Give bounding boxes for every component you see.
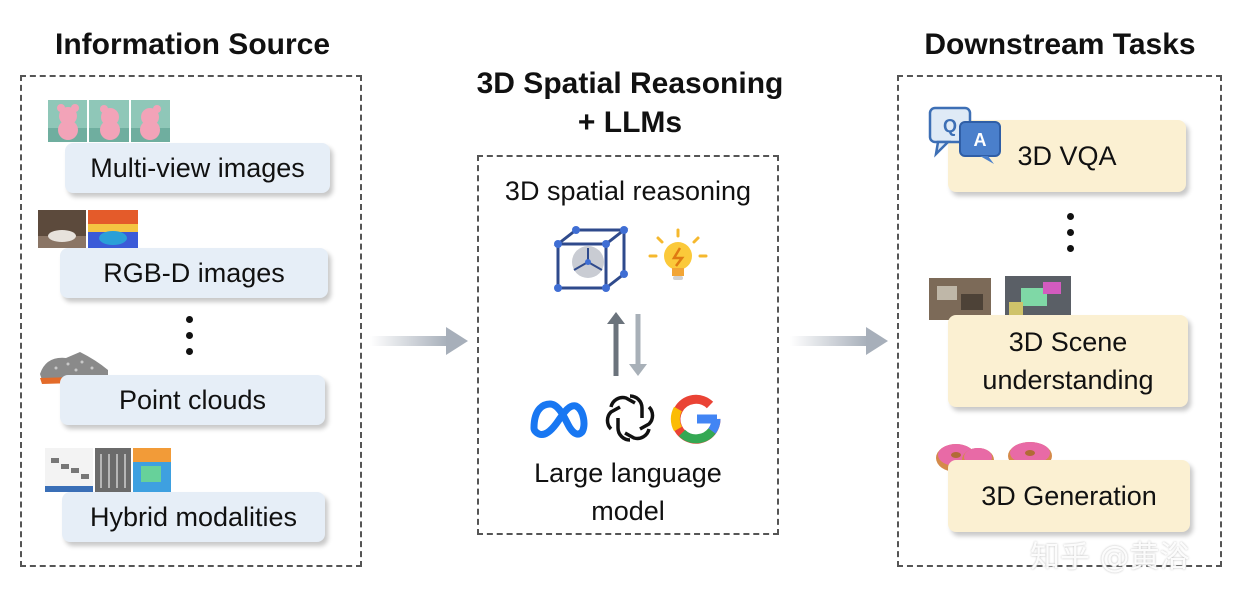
information-source-box xyxy=(20,75,362,567)
svg-text:A: A xyxy=(974,130,987,150)
multi-view-images-thumbnail xyxy=(48,100,170,142)
information-source-title: Information Source xyxy=(54,28,331,61)
ellipsis-dot xyxy=(1067,245,1074,252)
center-title-line2: + LLMs xyxy=(577,106,683,139)
3d-generation-card: 3D Generation xyxy=(948,460,1190,532)
qa-chat-icon: Q A xyxy=(928,106,1001,164)
point-clouds-card: Point clouds xyxy=(60,375,325,425)
scene-label-line1: 3D Scene xyxy=(1008,327,1128,357)
up-down-arrows-icon xyxy=(607,312,647,376)
center-title-line1: 3D Spatial Reasoning xyxy=(476,67,784,100)
flow-arrow-icon xyxy=(790,327,888,355)
ellipsis-dot xyxy=(186,348,193,355)
downstream-tasks-box xyxy=(897,75,1222,567)
cube-icon xyxy=(553,226,629,292)
meta-logo xyxy=(530,400,588,438)
lightbulb-icon xyxy=(648,228,708,280)
ellipsis-dot xyxy=(1067,213,1074,220)
svg-text:Q: Q xyxy=(943,116,957,136)
ellipsis-dot xyxy=(1067,229,1074,236)
ellipsis-dot xyxy=(186,332,193,339)
llm-label-line2: model xyxy=(591,496,665,526)
3d-scene-understanding-card: 3D Scene understanding xyxy=(948,315,1188,407)
ellipsis-dot xyxy=(186,316,193,323)
openai-logo xyxy=(605,394,655,442)
scene-label-line2: understanding xyxy=(982,365,1154,395)
hybrid-modalities-thumbnail xyxy=(45,448,171,492)
spatial-reasoning-label: 3D spatial reasoning xyxy=(504,176,752,206)
google-logo xyxy=(670,394,721,444)
llm-label-line1: Large language xyxy=(534,458,722,488)
downstream-tasks-title: Downstream Tasks xyxy=(924,28,1196,61)
spatial-reasoning-box xyxy=(477,155,779,535)
rgbd-images-thumbnail xyxy=(38,210,138,248)
flow-arrow-icon xyxy=(370,327,468,355)
watermark: 知乎 @黄浴 xyxy=(1030,540,1190,575)
3d-scene-thumbnails xyxy=(929,276,1071,320)
hybrid-modalities-card: Hybrid modalities xyxy=(62,492,325,542)
multi-view-images-card: Multi-view images xyxy=(65,143,330,193)
rgbd-images-card: RGB-D images xyxy=(60,248,328,298)
